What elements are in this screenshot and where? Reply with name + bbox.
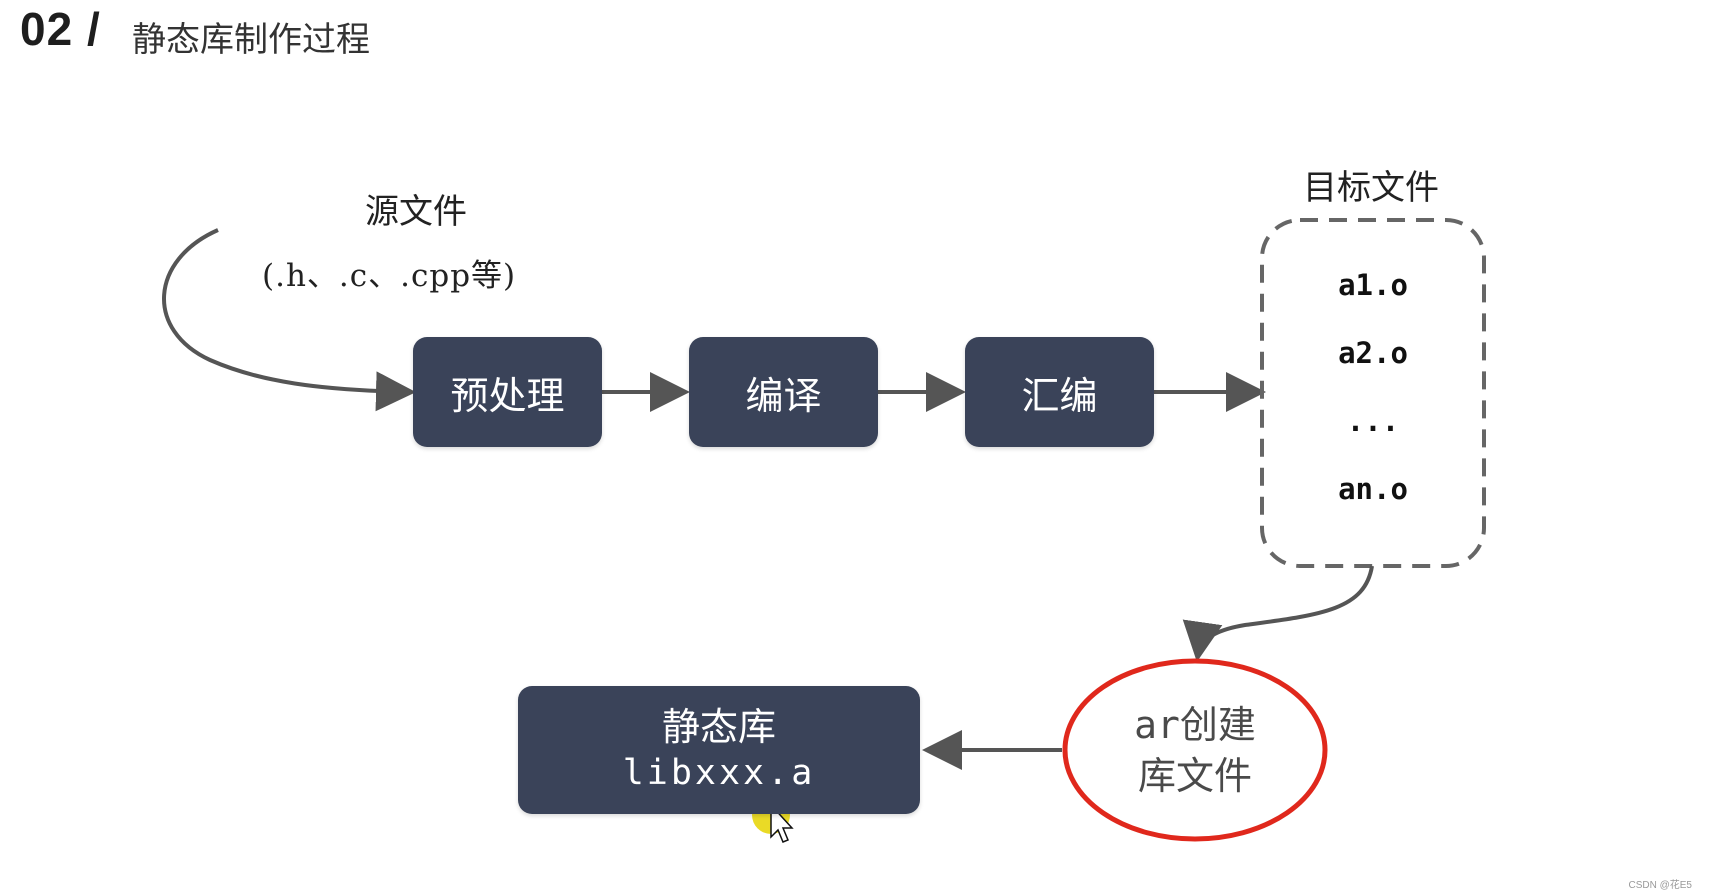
object-files-label: 目标文件 <box>1303 168 1439 208</box>
static-library-box: 静态库 libxxx.a <box>518 686 920 814</box>
step-assemble: 汇编 <box>965 337 1154 447</box>
step-preprocess: 预处理 <box>413 337 602 447</box>
cursor-pointer-icon <box>770 803 794 843</box>
ar-step-line1-suffix: 创建 <box>1179 703 1256 747</box>
ar-step-line2: 库文件 <box>1137 754 1252 799</box>
object-file-ellipsis: ... <box>1346 404 1400 438</box>
object-file-a2: a2.o <box>1338 336 1408 370</box>
object-files-container <box>1260 218 1486 568</box>
source-files-label: 源文件 <box>365 192 467 232</box>
ar-step-line1: ar创建 <box>1065 700 1325 751</box>
ar-highlight-circle <box>1062 658 1328 842</box>
static-library-filename: libxxx.a <box>622 752 816 793</box>
source-files-extensions: (.h、.c、.cpp等) <box>262 258 517 294</box>
ar-command: ar <box>1134 703 1180 747</box>
static-library-label: 静态库 <box>661 705 776 750</box>
section-number: 02 / <box>20 3 101 55</box>
object-file-an: an.o <box>1338 472 1408 506</box>
object-file-a1: a1.o <box>1338 268 1408 302</box>
step-compile-label: 编译 <box>745 373 822 418</box>
page-title: 静态库制作过程 <box>132 20 370 60</box>
objects-to-ar-arrow <box>1182 565 1374 662</box>
step-assemble-label: 汇编 <box>1021 373 1098 418</box>
step-compile: 编译 <box>689 337 878 447</box>
source-to-preprocess-arrow <box>162 228 416 412</box>
ar-step-label: ar创建 库文件 <box>1065 700 1325 803</box>
watermark: CSDN @花E5 <box>1628 880 1693 891</box>
step-preprocess-label: 预处理 <box>450 373 565 418</box>
